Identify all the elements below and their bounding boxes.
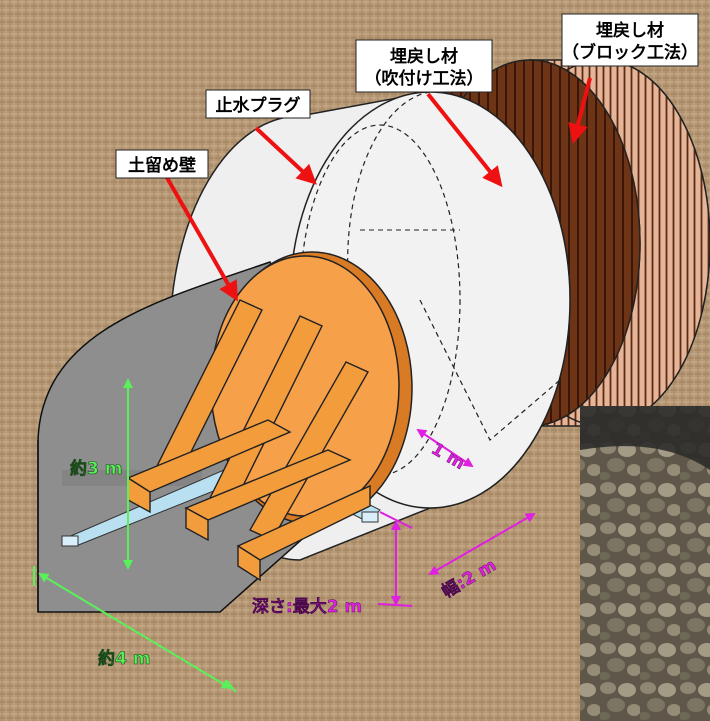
timber-braces bbox=[126, 299, 371, 582]
red-arrow-icon bbox=[164, 77, 592, 302]
label-retaining-wall-text: 土留め壁 bbox=[128, 155, 196, 176]
label-backfill-spray-line2: （吹付け工法） bbox=[365, 68, 484, 89]
label-water-plug-text: 止水プラグ bbox=[216, 95, 301, 116]
label-retaining-wall: 土留め壁 bbox=[115, 149, 209, 179]
label-backfill-block-line1: 埋戻し材 bbox=[596, 20, 664, 41]
dimension-arrow-icon bbox=[33, 378, 237, 693]
label-backfill-spray: 埋戻し材 （吹付け工法） bbox=[355, 39, 493, 93]
magenta-dimension-lines bbox=[377, 428, 536, 607]
dim-height-label: 約3 m bbox=[70, 458, 122, 479]
label-backfill-block: 埋戻し材 （ブロック工法） bbox=[561, 13, 699, 67]
label-backfill-block-line2: （ブロック工法） bbox=[562, 42, 698, 63]
gravel-photo-inset bbox=[580, 406, 710, 721]
label-water-plug: 止水プラグ bbox=[205, 89, 311, 119]
dim-width-label: 約4 m bbox=[98, 648, 150, 669]
label-backfill-spray-line1: 埋戻し材 bbox=[390, 46, 458, 67]
dim-depth-label: 深さ:最大2 m bbox=[252, 596, 362, 617]
